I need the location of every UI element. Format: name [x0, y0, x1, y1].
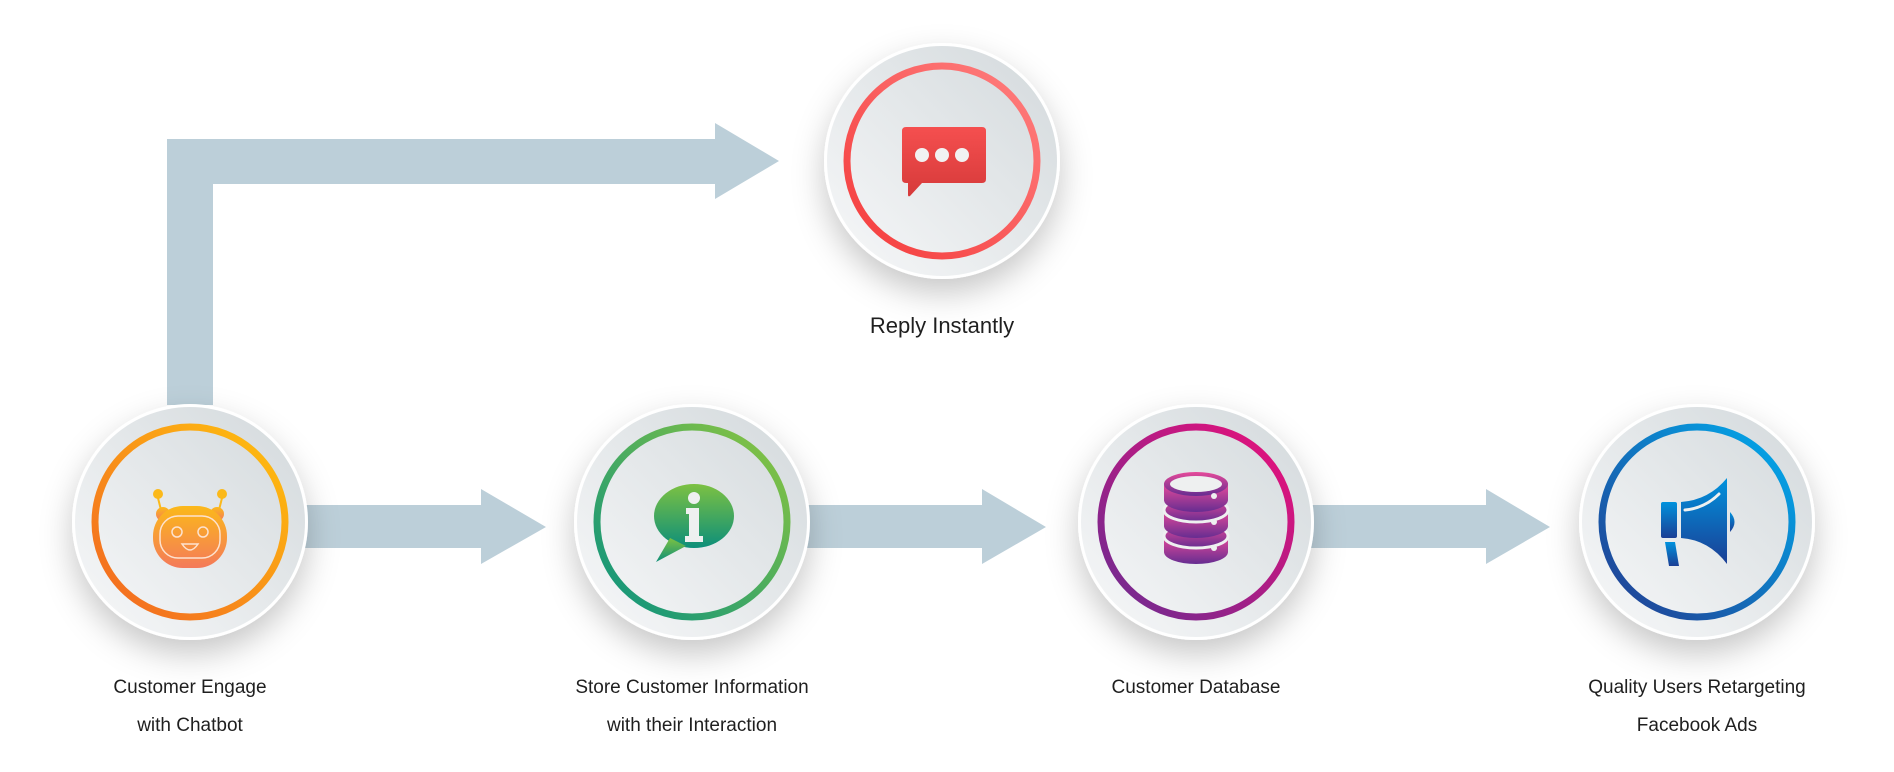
arrow-store-to-database: [800, 489, 1046, 564]
arrows: [167, 123, 1550, 564]
node-ring: [1598, 423, 1796, 621]
node-ring: [843, 62, 1041, 260]
node-ring: [593, 423, 791, 621]
node-label-line: with Chatbot: [136, 715, 243, 736]
node-store: Store Customer Information with their Int…: [574, 404, 810, 736]
arrow-database-to-retarget: [1300, 489, 1550, 564]
node-label-line: Customer Engage: [113, 677, 266, 698]
node-database: Customer Database: [1078, 404, 1314, 698]
info-bubble-icon: [654, 484, 734, 562]
chat-bubble-icon: [902, 127, 986, 197]
arrow-engage-to-reply: [167, 123, 779, 405]
node-label-line: with their Interaction: [606, 715, 777, 736]
node-label-line: Quality Users Retargeting: [1588, 677, 1806, 698]
node-label-line: Facebook Ads: [1637, 715, 1757, 736]
arrow-engage-to-store: [300, 489, 546, 564]
node-ring: [91, 423, 289, 621]
megaphone-icon: [1661, 478, 1735, 566]
node-label-line: Store Customer Information: [575, 677, 808, 698]
node-reply: Reply Instantly: [824, 43, 1060, 338]
node-label-line: Customer Database: [1112, 677, 1281, 698]
node-ring: [1097, 423, 1295, 621]
database-icon: [1162, 472, 1230, 564]
robot-icon: [153, 489, 227, 568]
node-label-line: Reply Instantly: [870, 313, 1014, 338]
node-engage: Customer Engage with Chatbot: [72, 404, 308, 736]
